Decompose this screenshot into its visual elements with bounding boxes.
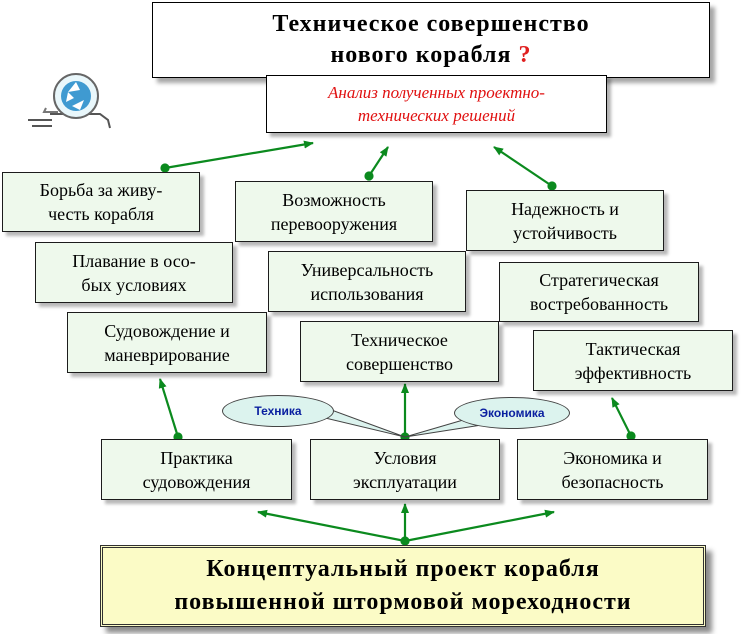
box-tactical-efficiency: Тактическая эффективность xyxy=(533,330,733,391)
title-line-2: нового корабля xyxy=(330,42,512,68)
box-operating-conditions: Условия эксплуатации xyxy=(310,439,500,500)
recycle-logo-icon xyxy=(28,73,111,129)
analysis-line-1: Анализ полученных проектно- xyxy=(328,83,545,102)
concept-line-1: Концептуальный проект корабля xyxy=(206,556,600,582)
box-special-conditions: Плавание в осо- бых условиях xyxy=(35,242,233,303)
box-navigation: Судовождение и маневрирование xyxy=(67,312,267,373)
arrow-economy-tactical xyxy=(611,397,632,437)
analysis-line-2: технических решений xyxy=(357,106,516,125)
box-survivability: Борьба за живу- честь корабля xyxy=(2,172,200,232)
arrow-bottom-economy xyxy=(404,509,555,543)
arrow-rearmament-analysis xyxy=(368,146,389,177)
bubble-technique: Техника xyxy=(222,395,334,427)
box-economy-safety: Экономика и безопасность xyxy=(517,439,708,500)
diagram-title: Техническое совершенство нового корабля … xyxy=(152,2,710,78)
arrow-reliability-analysis xyxy=(493,146,553,187)
box-tech-perfection: Техническое совершенство xyxy=(300,321,499,382)
title-line-1: Техническое совершенство xyxy=(272,11,590,37)
box-universality: Универсальность использования xyxy=(268,251,466,312)
box-strategic-demand: Стратегическая востребованность xyxy=(499,262,699,322)
arrow-bottom-practice xyxy=(257,509,406,543)
title-question-mark: ? xyxy=(518,42,532,68)
concept-line-2: повышенной штормовой мореходности xyxy=(174,589,632,615)
concept-project-box: Концептуальный проект корабля повышенной… xyxy=(100,545,706,627)
box-reliability: Надежность и устойчивость xyxy=(466,190,664,251)
arrow-survivability-analysis xyxy=(164,140,314,170)
box-rearmament: Возможность перевооружения xyxy=(235,181,433,242)
box-navigation-practice: Практика судовождения xyxy=(101,439,292,500)
arrow-practice-navigation xyxy=(158,378,180,438)
bubble-economy: Экономика xyxy=(454,397,570,429)
analysis-box: Анализ полученных проектно- технических … xyxy=(266,75,607,133)
